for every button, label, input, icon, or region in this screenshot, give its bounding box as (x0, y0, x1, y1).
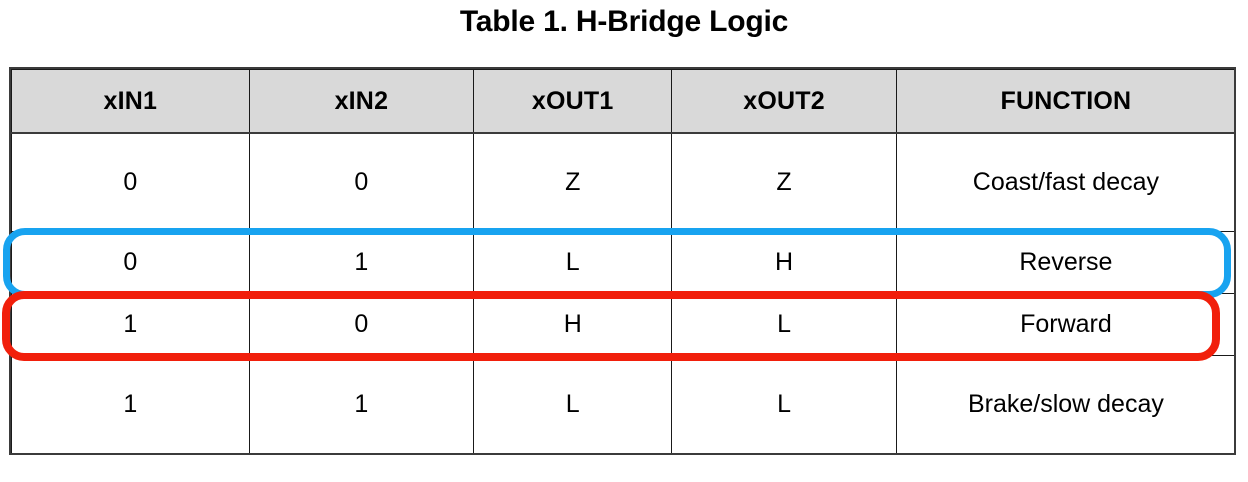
h-bridge-logic-table: xIN1 xIN2 xOUT1 xOUT2 FUNCTION 0 0 Z Z C… (11, 69, 1237, 454)
cell-function: Brake/slow decay (895, 355, 1237, 454)
cell-function: Forward (895, 293, 1237, 356)
cell-xin1: 0 (11, 231, 250, 294)
cell-xin1: 1 (11, 355, 250, 454)
column-header-xin1: xIN1 (11, 69, 250, 134)
column-header-xout1: xOUT1 (473, 69, 673, 134)
cell-xin2: 1 (248, 231, 475, 294)
column-header-function: FUNCTION (895, 69, 1237, 134)
cell-xin1: 1 (11, 293, 250, 356)
table-header-row: xIN1 xIN2 xOUT1 xOUT2 FUNCTION (11, 69, 1237, 134)
cell-xout2: L (671, 293, 897, 356)
cell-xout1: Z (473, 132, 673, 232)
logic-table-container: xIN1 xIN2 xOUT1 xOUT2 FUNCTION 0 0 Z Z C… (11, 69, 1237, 454)
cell-xout1: H (473, 293, 673, 356)
table-row: 0 1 L H Reverse (11, 231, 1237, 294)
cell-xin2: 0 (248, 293, 475, 356)
cell-xin2: 1 (248, 355, 475, 454)
cell-function: Coast/fast decay (895, 132, 1237, 232)
cell-xout2: L (671, 355, 897, 454)
cell-xout2: Z (671, 132, 897, 232)
column-header-xout2: xOUT2 (671, 69, 897, 134)
cell-xin1: 0 (11, 132, 250, 232)
cell-xout2: H (671, 231, 897, 294)
cell-function: Reverse (895, 231, 1237, 294)
cell-xout1: L (473, 355, 673, 454)
table-row: 1 0 H L Forward (11, 293, 1237, 356)
cell-xin2: 0 (248, 132, 475, 232)
table-row: 0 0 Z Z Coast/fast decay (11, 132, 1237, 232)
column-header-xin2: xIN2 (248, 69, 475, 134)
table-row: 1 1 L L Brake/slow decay (11, 355, 1237, 454)
page-title: Table 1. H-Bridge Logic (459, 5, 789, 38)
cell-xout1: L (473, 231, 673, 294)
